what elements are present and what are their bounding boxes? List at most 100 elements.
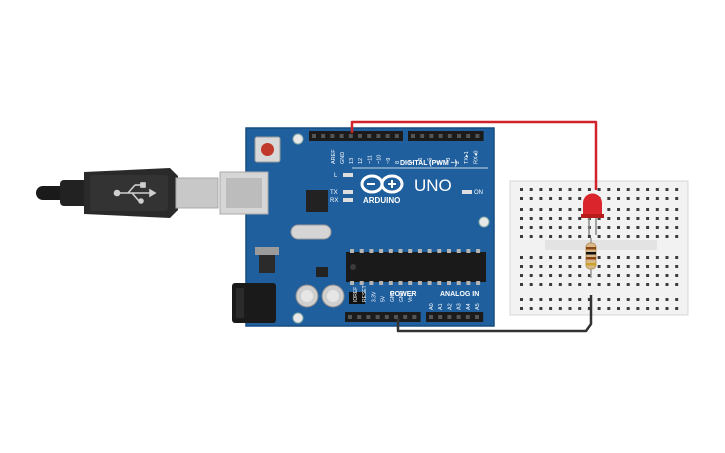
breadboard-hole[interactable] [636,256,640,259]
breadboard-hole[interactable] [665,208,669,211]
breadboard-hole[interactable] [587,298,591,301]
breadboard-hole[interactable] [646,188,650,191]
breadboard-hole[interactable] [636,265,640,268]
breadboard-hole[interactable] [520,274,523,277]
breadboard-hole[interactable] [675,235,679,238]
breadboard-hole[interactable] [646,208,650,211]
breadboard-hole[interactable] [655,188,659,191]
breadboard-hole[interactable] [568,226,572,229]
breadboard-hole[interactable] [568,307,572,310]
breadboard-hole[interactable] [558,217,562,220]
digital-header-pin[interactable] [466,134,471,138]
breadboard-hole[interactable] [636,274,640,277]
breadboard-hole[interactable] [539,197,543,200]
breadboard-hole[interactable] [549,307,553,310]
breadboard-hole[interactable] [607,274,611,277]
breadboard-hole[interactable] [646,283,650,286]
breadboard-hole[interactable] [597,298,601,301]
breadboard-hole[interactable] [675,274,679,277]
breadboard-hole[interactable] [617,274,620,277]
breadboard-hole[interactable] [549,265,553,268]
breadboard-hole[interactable] [607,217,611,220]
breadboard-hole[interactable] [626,256,630,259]
breadboard-hole[interactable] [597,307,601,310]
breadboard-hole[interactable] [617,283,620,286]
breadboard-hole[interactable] [578,188,582,191]
breadboard-hole[interactable] [558,265,562,268]
breadboard-hole[interactable] [617,226,620,229]
analog-header-pin[interactable] [447,315,452,319]
breadboard-hole[interactable] [529,217,533,220]
breadboard-hole[interactable] [578,283,582,286]
breadboard-hole[interactable] [617,197,620,200]
breadboard-hole[interactable] [539,298,543,301]
breadboard-hole[interactable] [617,265,620,268]
breadboard-hole[interactable] [529,235,533,238]
power-header-pin[interactable] [384,315,389,319]
breadboard-hole[interactable] [520,298,523,301]
breadboard-hole[interactable] [520,265,523,268]
digital-header-pin[interactable] [411,134,415,138]
breadboard-hole[interactable] [568,256,572,259]
breadboard-hole[interactable] [626,208,630,211]
breadboard-hole[interactable] [549,197,553,200]
digital-header-pin[interactable] [429,134,434,138]
breadboard-hole[interactable] [655,256,659,259]
breadboard-hole[interactable] [568,217,572,220]
breadboard-hole[interactable] [665,188,669,191]
breadboard-hole[interactable] [568,208,572,211]
breadboard-hole[interactable] [549,188,553,191]
breadboard-hole[interactable] [636,226,640,229]
breadboard-hole[interactable] [675,226,679,229]
breadboard-hole[interactable] [665,274,669,277]
breadboard-hole[interactable] [646,256,650,259]
breadboard-hole[interactable] [558,226,562,229]
breadboard-hole[interactable] [675,217,679,220]
digital-header-pin[interactable] [385,134,390,138]
breadboard-hole[interactable] [646,265,650,268]
breadboard-hole[interactable] [568,298,572,301]
breadboard-hole[interactable] [578,274,582,277]
breadboard-hole[interactable] [568,235,572,238]
digital-header-pin[interactable] [312,134,316,138]
breadboard-hole[interactable] [636,197,640,200]
breadboard-hole[interactable] [675,188,679,191]
breadboard-hole[interactable] [578,307,582,310]
analog-header-pin[interactable] [438,315,443,319]
breadboard-hole[interactable] [587,283,591,286]
breadboard-hole[interactable] [646,226,650,229]
breadboard-hole[interactable] [539,188,543,191]
breadboard-hole[interactable] [529,265,533,268]
breadboard-hole[interactable] [549,256,553,259]
breadboard-hole[interactable] [646,298,650,301]
breadboard-hole[interactable] [558,235,562,238]
breadboard-hole[interactable] [539,217,543,220]
breadboard-hole[interactable] [636,235,640,238]
reset-button-cap[interactable] [261,143,274,156]
breadboard-hole[interactable] [607,197,611,200]
breadboard-holes[interactable] [520,188,679,310]
breadboard-hole[interactable] [597,265,601,268]
breadboard-hole[interactable] [655,298,659,301]
breadboard-hole[interactable] [549,208,553,211]
analog-header[interactable] [426,312,484,322]
power-header-pin[interactable] [412,315,417,319]
breadboard-hole[interactable] [675,307,679,310]
breadboard-hole[interactable] [520,188,523,191]
breadboard-hole[interactable] [617,256,620,259]
power-header-pin[interactable] [403,315,408,319]
breadboard-hole[interactable] [626,274,630,277]
breadboard-hole[interactable] [597,274,601,277]
breadboard-hole[interactable] [617,208,620,211]
breadboard-hole[interactable] [529,283,533,286]
breadboard-hole[interactable] [520,283,523,286]
breadboard-hole[interactable] [675,197,679,200]
breadboard-hole[interactable] [539,208,543,211]
digital-header-pin[interactable] [348,134,353,138]
breadboard-hole[interactable] [617,307,620,310]
digital-header-pin[interactable] [438,134,443,138]
breadboard-hole[interactable] [617,235,620,238]
breadboard-hole[interactable] [558,274,562,277]
breadboard-hole[interactable] [626,217,630,220]
breadboard-hole[interactable] [558,298,562,301]
